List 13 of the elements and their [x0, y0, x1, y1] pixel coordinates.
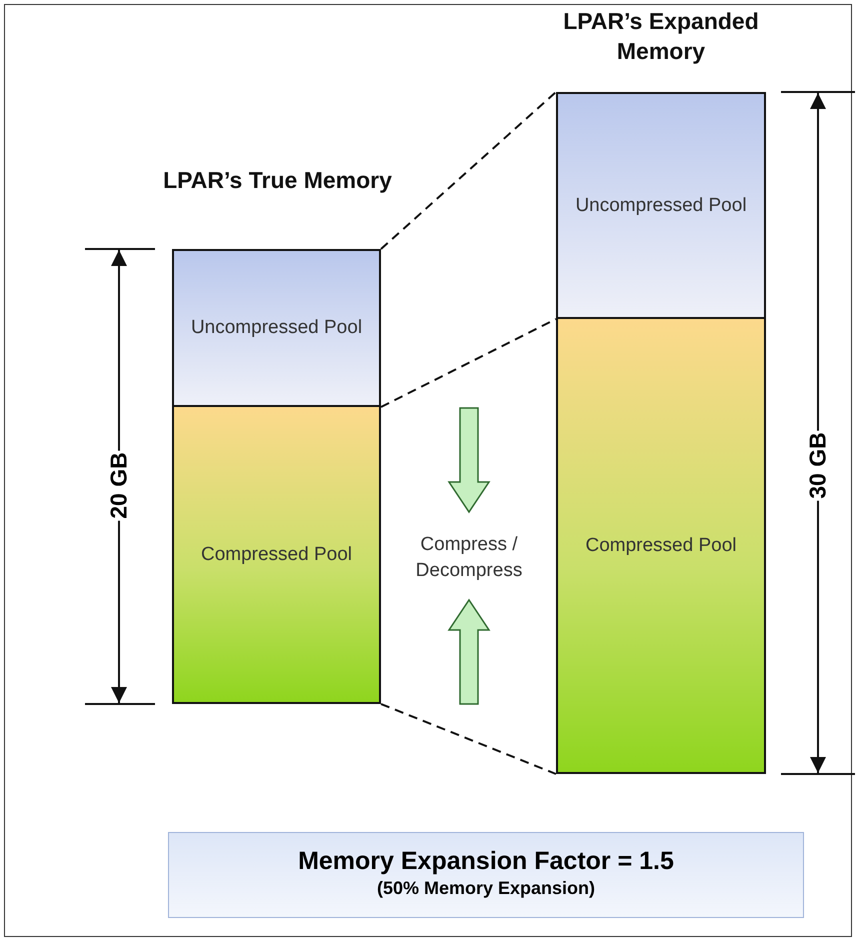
memory-pool-block: Uncompressed Pool: [556, 92, 766, 319]
process-label: Compress / Decompress: [414, 533, 524, 583]
projection-line: [380, 91, 557, 250]
banner-subtitle: (50% Memory Expansion): [376, 878, 596, 899]
memory-pool-block: Compressed Pool: [172, 405, 381, 704]
summary-banner: [168, 832, 804, 918]
projection-line: [380, 318, 556, 408]
column-heading: LPAR’s Expanded Memory: [562, 7, 760, 66]
memory-pool-block: Compressed Pool: [556, 317, 766, 774]
column-heading: LPAR’s True Memory: [162, 166, 393, 195]
memory-pool-block: Uncompressed Pool: [172, 249, 381, 407]
banner-title: Memory Expansion Factor = 1.5: [298, 847, 674, 876]
projection-line: [380, 703, 556, 775]
